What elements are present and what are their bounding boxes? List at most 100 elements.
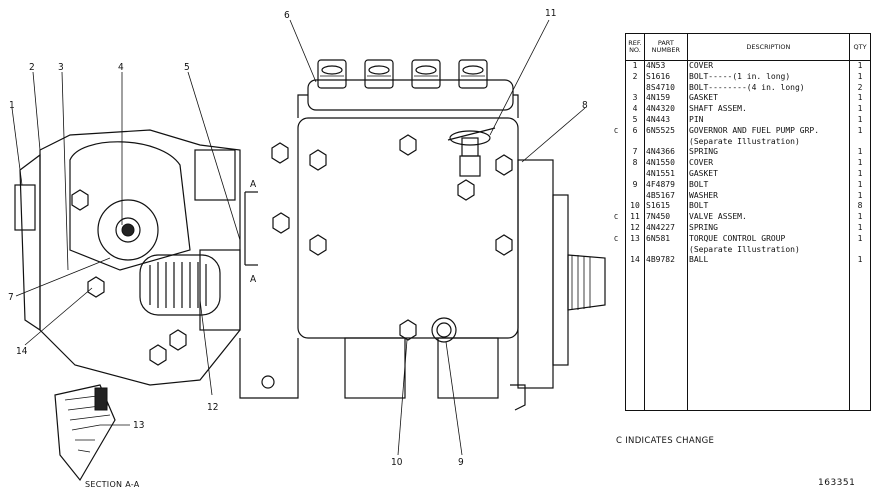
callout-12: 12 bbox=[207, 402, 218, 413]
section-marker: A A bbox=[244, 179, 258, 285]
ref-no-cell: 2 bbox=[632, 71, 638, 81]
pump-housing bbox=[239, 94, 606, 411]
description-cell: SPRING bbox=[689, 147, 718, 157]
parts-table: REF. NO. PART NUMBER DESCRIPTION QTY 1 4N… bbox=[614, 33, 871, 411]
description-cell: GASKET bbox=[689, 168, 718, 178]
ref-no-cell: 11 bbox=[630, 212, 640, 222]
change-mark: C bbox=[614, 213, 619, 222]
ref-no-cell: 14 bbox=[630, 255, 640, 265]
qty-cell: 1 bbox=[857, 61, 863, 70]
ref-no-cell: 7 bbox=[632, 147, 638, 157]
part-number-cell: S1615 bbox=[646, 201, 671, 211]
ref-no-cell: 9 bbox=[632, 179, 638, 189]
description-cell: WASHER bbox=[689, 190, 718, 200]
part-number-cell: S1616 bbox=[646, 71, 671, 81]
description-cell: VALVE ASSEM. bbox=[689, 212, 747, 222]
qty-cell: 1 bbox=[857, 71, 863, 81]
callout-2: 2 bbox=[29, 62, 35, 73]
injection-fittings bbox=[307, 59, 514, 111]
leader-lines bbox=[11, 19, 586, 456]
valve-assembly bbox=[447, 127, 496, 177]
callout-10: 10 bbox=[391, 457, 403, 468]
ref-no-cell: 13 bbox=[630, 233, 640, 243]
header-ref-no: REF. NO. bbox=[626, 34, 645, 60]
qty-cell: 2 bbox=[857, 82, 863, 92]
section-marker-bottom: A bbox=[250, 274, 257, 285]
drawing-number: 163351 bbox=[818, 478, 856, 488]
part-number-cell: 4N1550 bbox=[646, 158, 675, 168]
qty-cell: 1 bbox=[857, 190, 863, 200]
change-mark: C bbox=[614, 126, 619, 135]
callout-1: 1 bbox=[9, 100, 15, 111]
ref-no-cell: 3 bbox=[632, 93, 638, 103]
description-cell: GOVERNOR AND FUEL PUMP GRP. bbox=[689, 125, 820, 135]
change-note: C INDICATES CHANGE bbox=[616, 436, 715, 446]
description-cell: (Separate Illustration) bbox=[689, 136, 800, 146]
qty-cell: 1 bbox=[857, 93, 863, 103]
callout-11: 11 bbox=[545, 8, 556, 19]
description-cell: BOLT bbox=[689, 201, 709, 211]
description-cell: (Separate Illustration) bbox=[689, 244, 800, 254]
qty-cell: 1 bbox=[857, 222, 863, 232]
description-cell: BALL bbox=[689, 255, 709, 265]
ref-no-cell: 12 bbox=[630, 222, 640, 232]
qty-cell: 1 bbox=[857, 158, 863, 168]
part-number-cell: 4N1551 bbox=[646, 168, 675, 178]
drain-plug bbox=[431, 317, 457, 343]
column-divider bbox=[687, 61, 688, 410]
callout-8: 8 bbox=[582, 100, 588, 111]
column-divider bbox=[644, 61, 645, 410]
description-cell: SHAFT ASSEM. bbox=[689, 104, 747, 114]
callout-13: 13 bbox=[133, 420, 144, 431]
description-cell: COVER bbox=[689, 158, 714, 168]
callout-3: 3 bbox=[58, 62, 64, 73]
part-number-cell: 4N443 bbox=[646, 114, 671, 124]
table-row: (Separate Illustration) bbox=[626, 245, 870, 256]
column-divider bbox=[849, 61, 850, 410]
qty-cell: 1 bbox=[857, 179, 863, 189]
callout-7: 7 bbox=[8, 292, 14, 303]
part-number-cell: 4N53 bbox=[646, 61, 666, 70]
qty-cell: 1 bbox=[857, 125, 863, 135]
section-marker-top: A bbox=[250, 179, 257, 190]
governor-spring bbox=[139, 254, 221, 316]
qty-cell: 1 bbox=[857, 233, 863, 243]
table-header: REF. NO. PART NUMBER DESCRIPTION QTY bbox=[626, 34, 870, 61]
part-number-cell: 4N4320 bbox=[646, 104, 675, 114]
qty-cell: 1 bbox=[857, 168, 863, 178]
description-cell: TORQUE CONTROL GROUP bbox=[689, 233, 786, 243]
description-cell: BOLT bbox=[689, 179, 709, 189]
section-label: SECTION A-A bbox=[85, 480, 140, 489]
callout-5: 5 bbox=[184, 62, 190, 73]
callout-labels: 1 2 3 4 5 6 7 8 9 10 11 12 13 14 bbox=[8, 8, 588, 468]
qty-cell: 1 bbox=[857, 212, 863, 222]
callout-9: 9 bbox=[458, 457, 464, 468]
section-a-a-detail bbox=[54, 384, 116, 482]
header-part-number: PART NUMBER bbox=[645, 34, 688, 60]
part-number-cell: 4N159 bbox=[646, 93, 671, 103]
callout-4: 4 bbox=[118, 62, 124, 73]
qty-cell: 1 bbox=[857, 147, 863, 157]
ref-no-cell: 6 bbox=[632, 125, 638, 135]
description-cell: PIN bbox=[689, 114, 704, 124]
callout-14: 14 bbox=[16, 346, 28, 357]
ref-no-cell: 4 bbox=[632, 104, 638, 114]
header-qty: QTY bbox=[853, 42, 867, 51]
change-mark: C bbox=[614, 234, 619, 243]
description-cell: SPRING bbox=[689, 222, 718, 232]
